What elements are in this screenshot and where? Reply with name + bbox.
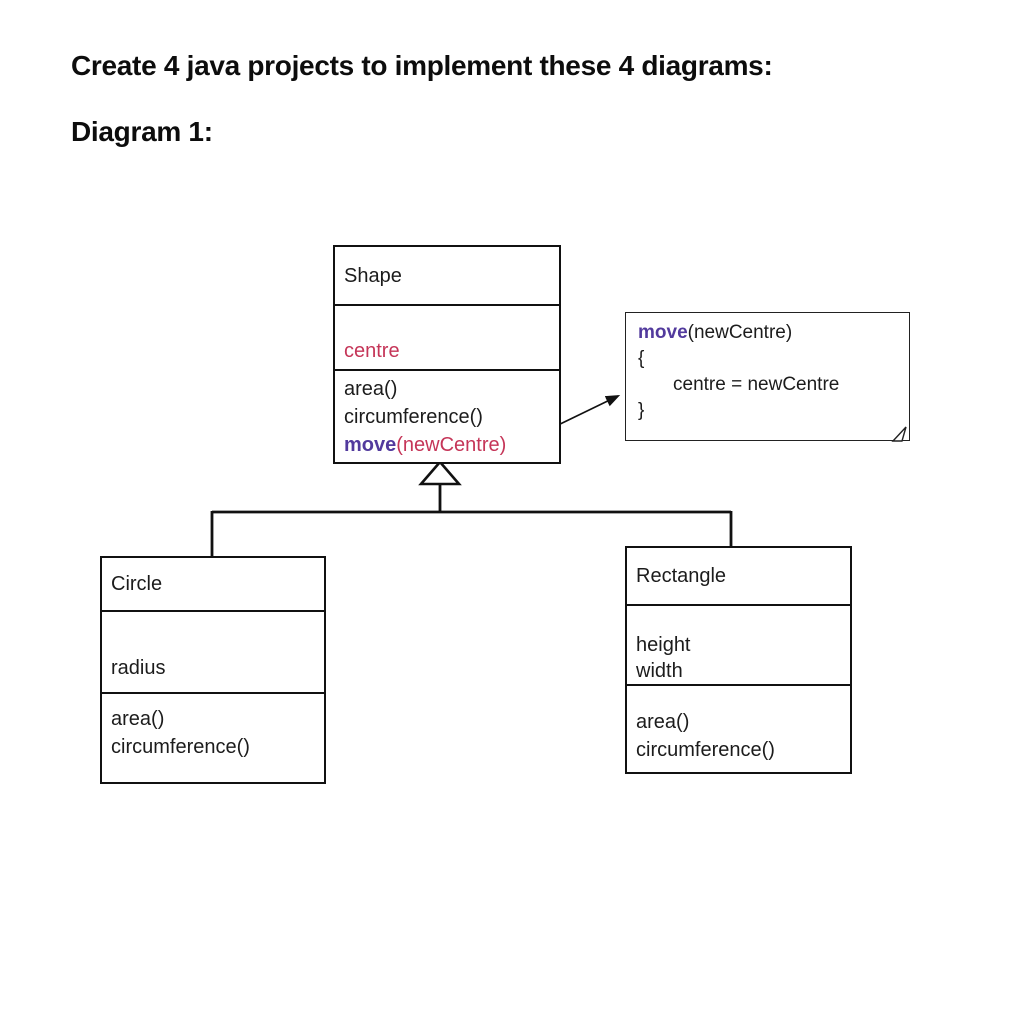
shape-method-circumference: circumference() (344, 406, 483, 428)
circle-methods-compartment: area() circumference() (102, 692, 324, 782)
shape-class-name-compartment: Shape (335, 247, 559, 304)
shape-attribute-centre: centre (344, 340, 400, 362)
shape-method-area: area() (344, 378, 398, 400)
note-brace-close: } (638, 400, 645, 421)
note-dogear-icon (891, 426, 907, 442)
circle-attributes-compartment: radius (102, 610, 324, 692)
shape-method-move: move(newCentre) (344, 431, 553, 459)
circle-class-name: Circle (111, 573, 163, 595)
shape-class-box: Shape centre area() circumference() move… (333, 245, 561, 464)
page-title: Create 4 java projects to implement thes… (71, 50, 773, 81)
shape-attributes-compartment: centre (335, 304, 559, 369)
circle-attribute-radius: radius (111, 657, 166, 679)
circle-class-box: Circle radius area() circumference() (100, 556, 326, 784)
rectangle-method-area: area() (636, 711, 690, 733)
generalization-triangle-icon (418, 460, 462, 486)
rectangle-class-name-compartment: Rectangle (627, 548, 850, 604)
note-signature-params: (newCentre) (687, 322, 793, 343)
rectangle-attribute-height: height (636, 634, 691, 656)
rectangle-class-box: Rectangle height width area() circumfere… (625, 546, 852, 774)
note-brace-open: { (638, 348, 645, 369)
shape-method-move-name: move (344, 434, 397, 456)
diagram-label: Diagram 1: (71, 116, 213, 147)
rectangle-attributes-compartment: height width (627, 604, 850, 684)
circle-class-name-compartment: Circle (102, 558, 324, 610)
shape-methods-compartment: area() circumference() move(newCentre) (335, 369, 559, 462)
note-signature: move(newCentre) (638, 320, 899, 346)
shape-class-name: Shape (344, 264, 402, 287)
circle-method-circumference: circumference() (111, 736, 250, 758)
rectangle-attribute-width: width (636, 660, 683, 682)
shape-method-move-params: (newCentre) (396, 434, 507, 456)
note-body-line: centre = newCentre (673, 374, 840, 395)
note-signature-name: move (638, 322, 688, 343)
rectangle-methods-compartment: area() circumference() (627, 684, 850, 772)
rectangle-method-circumference: circumference() (636, 739, 775, 761)
rectangle-class-name: Rectangle (636, 565, 727, 587)
circle-method-area: area() (111, 708, 165, 730)
uml-note: move(newCentre) { centre = newCentre } (625, 312, 910, 442)
